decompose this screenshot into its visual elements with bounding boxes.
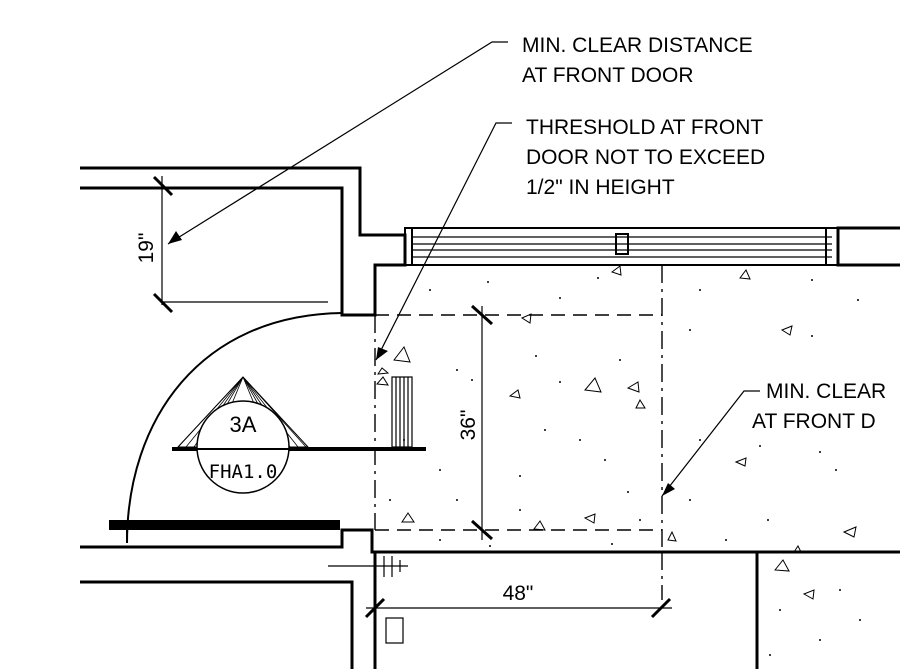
note-clear-distance-line2: AT FRONT DOOR <box>522 64 694 87</box>
detail-number: 3A <box>230 412 257 437</box>
dimension-36: 36" <box>457 304 494 541</box>
dim-19-label: 19" <box>135 233 158 264</box>
dim-36-label: 36" <box>457 410 480 441</box>
note-threshold-line2: DOOR NOT TO EXCEED <box>526 146 765 169</box>
concrete-hatch <box>375 265 861 656</box>
outlet-symbol <box>385 617 404 644</box>
window-mullion <box>615 233 629 255</box>
note-clear-right-line2: AT FRONT D <box>752 410 876 433</box>
door-jamb-detail <box>391 376 413 448</box>
walls <box>80 166 900 669</box>
note-threshold: THRESHOLD AT FRONT DOOR NOT TO EXCEED 1/… <box>375 116 765 361</box>
section-bubble <box>196 400 290 494</box>
note-clear-distance: MIN. CLEAR DISTANCE AT FRONT DOOR <box>167 34 753 245</box>
clear-area <box>374 265 663 600</box>
dimension-48: 48" <box>364 582 672 619</box>
door-swing <box>126 312 343 544</box>
dimension-19: 19" <box>135 175 328 314</box>
section-tag: 3A FHA1.0 <box>172 376 426 494</box>
dim-48-label: 48" <box>503 582 534 605</box>
door-threshold-plate <box>109 520 340 530</box>
detail-sheet: FHA1.0 <box>209 461 278 483</box>
note-clear-right: MIN. CLEAR AT FRONT D <box>661 372 900 497</box>
note-threshold-line1: THRESHOLD AT FRONT <box>526 116 763 139</box>
note-clear-right-line1: MIN. CLEAR <box>766 380 886 403</box>
note-threshold-line3: 1/2" IN HEIGHT <box>526 176 675 199</box>
datum-marker <box>328 556 408 644</box>
note-clear-distance-line1: MIN. CLEAR DISTANCE <box>522 34 753 57</box>
